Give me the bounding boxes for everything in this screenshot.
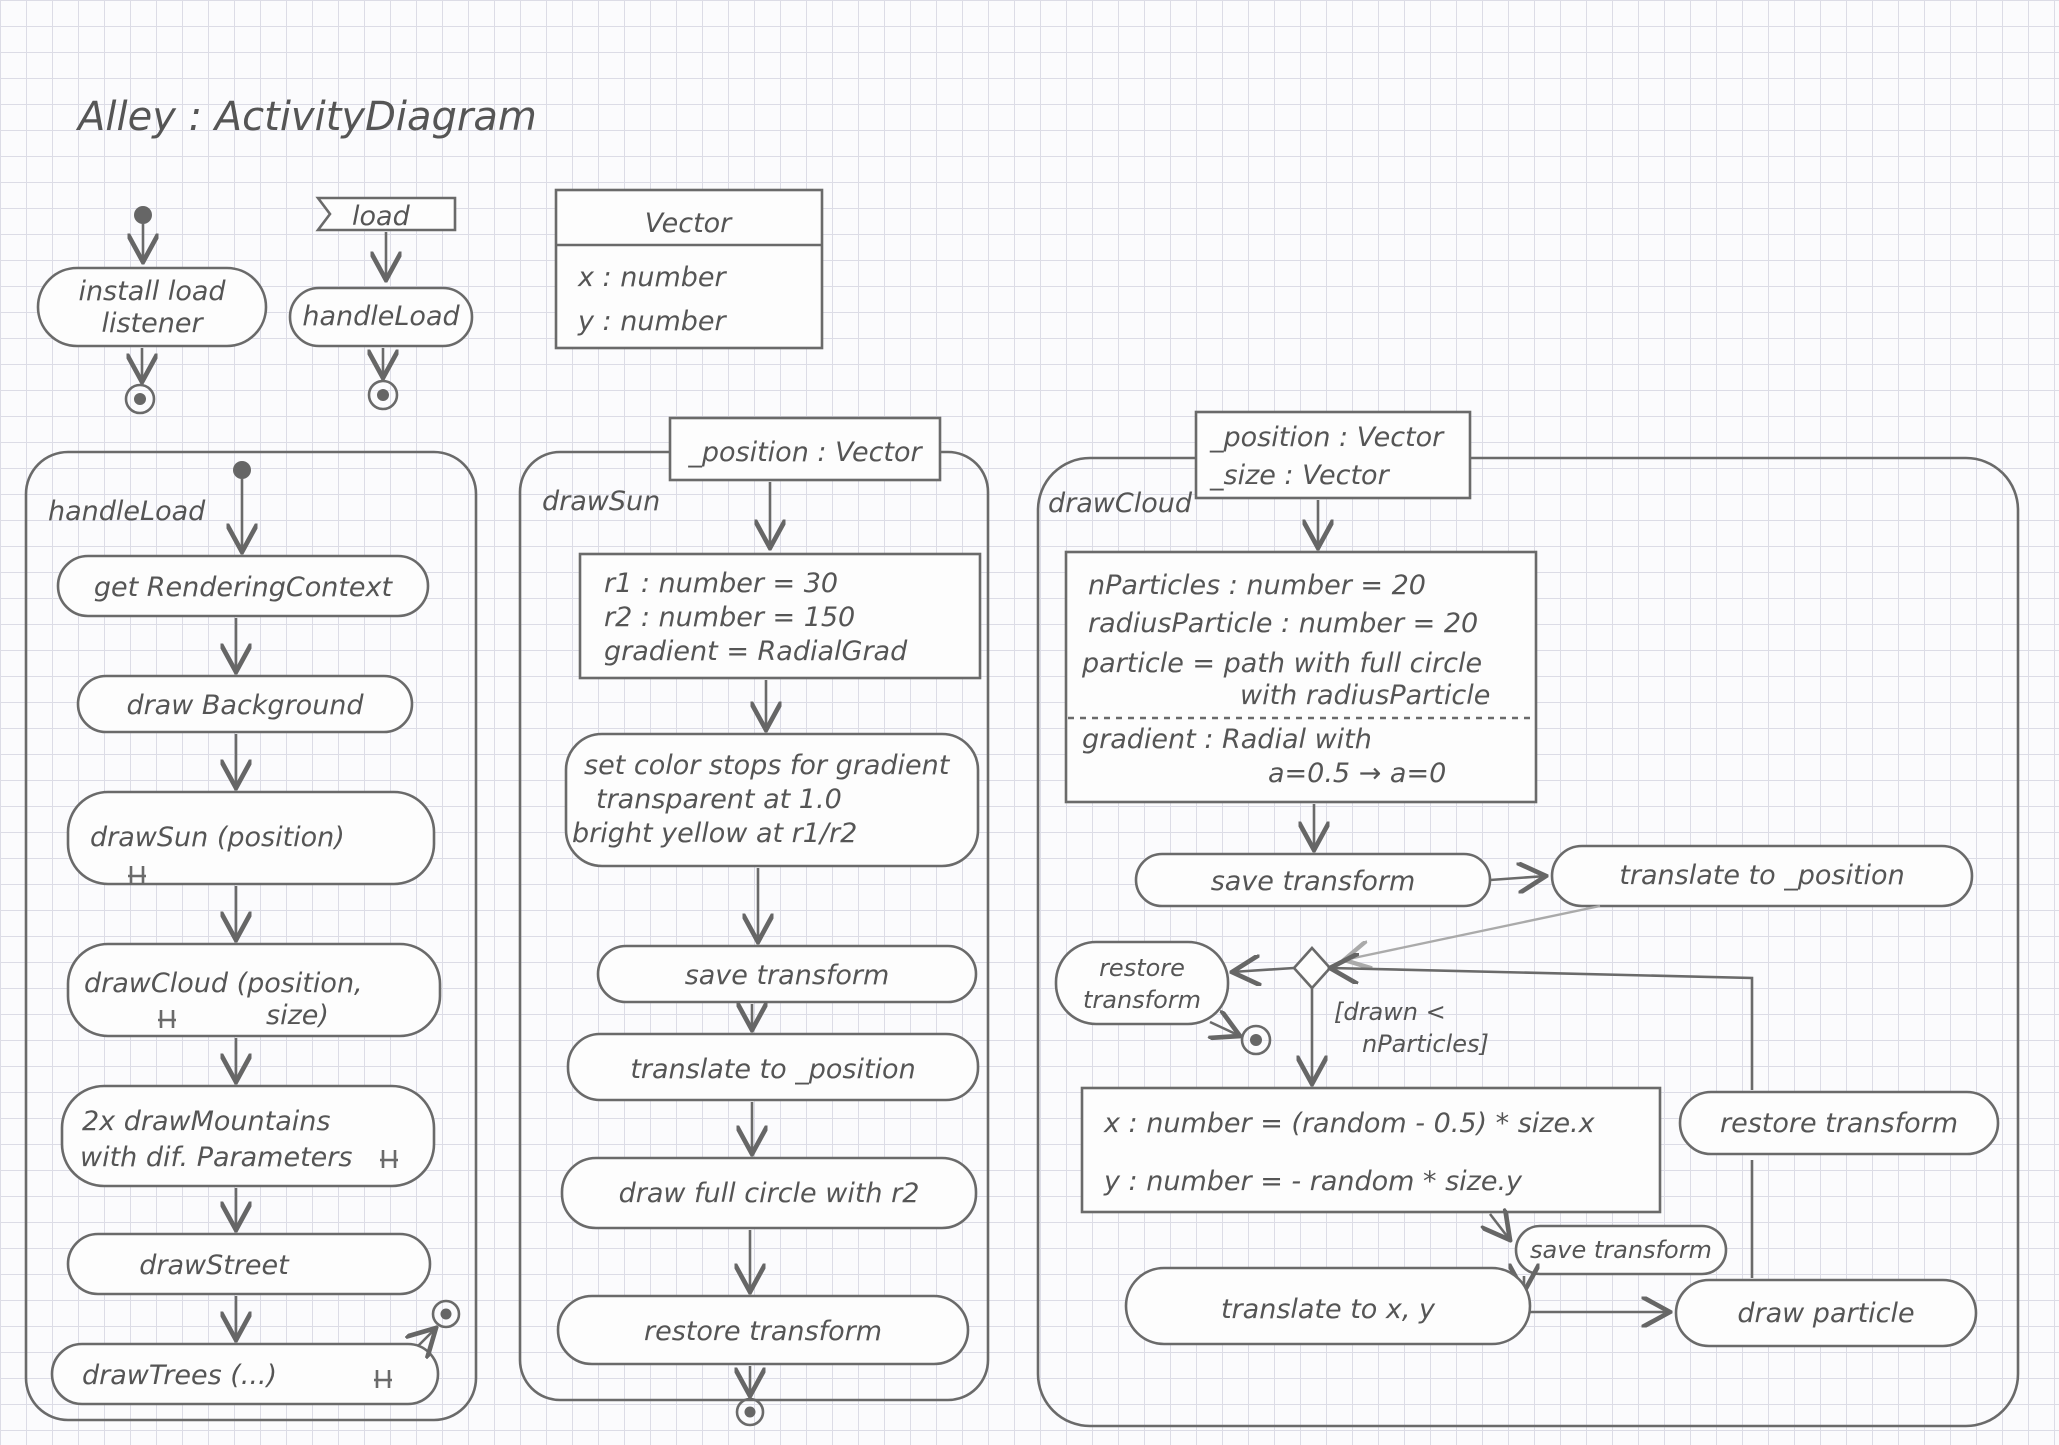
handle-load-label: handleLoad — [302, 301, 460, 332]
final-node — [367, 379, 399, 411]
vector-attr-y: y : number — [577, 306, 728, 337]
small-save-transform-action — [1514, 1224, 1728, 1276]
install-listener-label-2: listener — [101, 308, 204, 339]
action-label: size) — [266, 1000, 329, 1031]
restore-transform-loop-action — [1678, 1090, 2000, 1156]
action-label: set color stops for gradient — [584, 750, 951, 781]
guard-label: [drawn < — [1334, 998, 1446, 1026]
cloud-var: radiusParticle : number = 20 — [1088, 608, 1478, 639]
translate-xy-action — [1124, 1266, 1532, 1346]
cloud-var: with radiusParticle — [1240, 680, 1490, 711]
cloud-var: nParticles : number = 20 — [1088, 570, 1426, 601]
action-label: translate to x, y — [1221, 1294, 1436, 1325]
install-listener-label-1: install load — [78, 276, 226, 307]
final-node — [124, 383, 156, 415]
action-label: draw Background — [126, 690, 364, 721]
action-label: with dif. Parameters — [80, 1142, 352, 1173]
cloud-var: gradient : Radial with — [1082, 724, 1372, 755]
draw-trees-action — [50, 1342, 440, 1406]
cloud-param: _position : Vector — [1209, 422, 1445, 453]
vector-class: Vector x : number y : number — [554, 188, 824, 350]
action-label: draw full circle with r2 — [619, 1178, 920, 1209]
action-label: save transform — [1211, 866, 1416, 897]
load-signal — [315, 196, 457, 232]
call-behavior-icon — [374, 1370, 392, 1388]
install-listener-flow: install load listener — [36, 206, 268, 415]
action-label: save transform — [1530, 1236, 1712, 1264]
vector-attr-x: x : number — [577, 262, 728, 293]
draw-background-action — [76, 674, 414, 734]
action-label: 2x drawMountains — [82, 1106, 330, 1137]
xy-variables — [1080, 1086, 1662, 1214]
sun-parameter — [668, 416, 942, 482]
handle-load-action — [288, 286, 474, 348]
guard-label: nParticles] — [1362, 1030, 1489, 1058]
action-label: bright yellow at r1/r2 — [572, 818, 857, 849]
cloud-variables — [1064, 550, 1538, 804]
install-listener-action — [36, 266, 268, 348]
vector-class-name: Vector — [645, 208, 733, 239]
load-event-flow: load handleLoad — [288, 196, 474, 411]
action-label: transform — [1083, 986, 1201, 1014]
action-label: save transform — [685, 960, 890, 991]
draw-mountains-action — [60, 1084, 436, 1188]
draw-full-circle-action — [560, 1156, 978, 1230]
cloud-parameters — [1194, 410, 1472, 500]
draw-street-action — [66, 1232, 432, 1296]
action-label: restore transform — [644, 1316, 882, 1347]
action-label: restore transform — [1720, 1108, 1958, 1139]
final-node — [1240, 1024, 1272, 1056]
draw-sun-call-action — [66, 790, 436, 886]
draw-cloud-activity: _position : Vector _size : Vector drawCl… — [1036, 410, 2020, 1428]
call-behavior-icon — [128, 866, 146, 884]
cloud-translate-position-action — [1550, 844, 1974, 908]
action-label: translate to _position — [630, 1054, 915, 1085]
restore-transform-exit-action — [1054, 940, 1230, 1026]
get-rendering-context-action — [56, 554, 430, 618]
action-label: drawStreet — [139, 1250, 290, 1281]
xy-var: y : number = - random * size.y — [1103, 1166, 1523, 1197]
handle-load-activity: handleLoad get RenderingContext draw Bac… — [24, 450, 478, 1422]
diagram-title: Alley : ActivityDiagram — [75, 94, 537, 140]
sun-parameter-label: _position : Vector — [687, 437, 923, 468]
cloud-var: particle = path with full circle — [1081, 648, 1482, 679]
sun-variables — [578, 552, 982, 680]
final-node — [735, 1397, 765, 1427]
translate-to-position-action — [566, 1032, 980, 1102]
draw-sun-activity: _position : Vector drawSun r1 : number =… — [518, 416, 990, 1427]
action-label: transparent at 1.0 — [596, 784, 842, 815]
call-behavior-icon — [380, 1150, 398, 1168]
handle-load-activity-label: handleLoad — [48, 496, 206, 527]
action-label: drawSun (position) — [90, 822, 345, 853]
initial-node — [233, 461, 251, 479]
save-transform-action — [596, 944, 978, 1004]
xy-var: x : number = (random - 0.5) * size.x — [1103, 1108, 1596, 1139]
restore-transform-action — [556, 1294, 970, 1366]
cloud-var: a=0.5 → a=0 — [1268, 758, 1446, 789]
draw-particle-action — [1674, 1278, 1978, 1348]
draw-cloud-activity-label: drawCloud — [1048, 488, 1193, 519]
action-label: draw particle — [1737, 1298, 1914, 1329]
sun-var: r1 : number = 30 — [604, 568, 838, 599]
action-label: restore — [1099, 954, 1185, 982]
decision-node — [1292, 946, 1332, 990]
initial-node — [134, 206, 152, 224]
sun-var: r2 : number = 150 — [604, 602, 855, 633]
cloud-param: _size : Vector — [1209, 460, 1391, 491]
action-label: translate to _position — [1619, 860, 1904, 891]
action-label: drawTrees (...) — [82, 1360, 277, 1391]
load-signal-label: load — [352, 201, 411, 232]
set-color-stops-action — [564, 732, 980, 868]
draw-sun-activity-label: drawSun — [542, 486, 660, 517]
action-label: drawCloud (position, — [84, 968, 363, 999]
action-label: get RenderingContext — [94, 572, 394, 603]
final-node — [431, 1299, 461, 1329]
call-behavior-icon — [158, 1010, 176, 1028]
sun-var: gradient = RadialGrad — [604, 636, 908, 667]
